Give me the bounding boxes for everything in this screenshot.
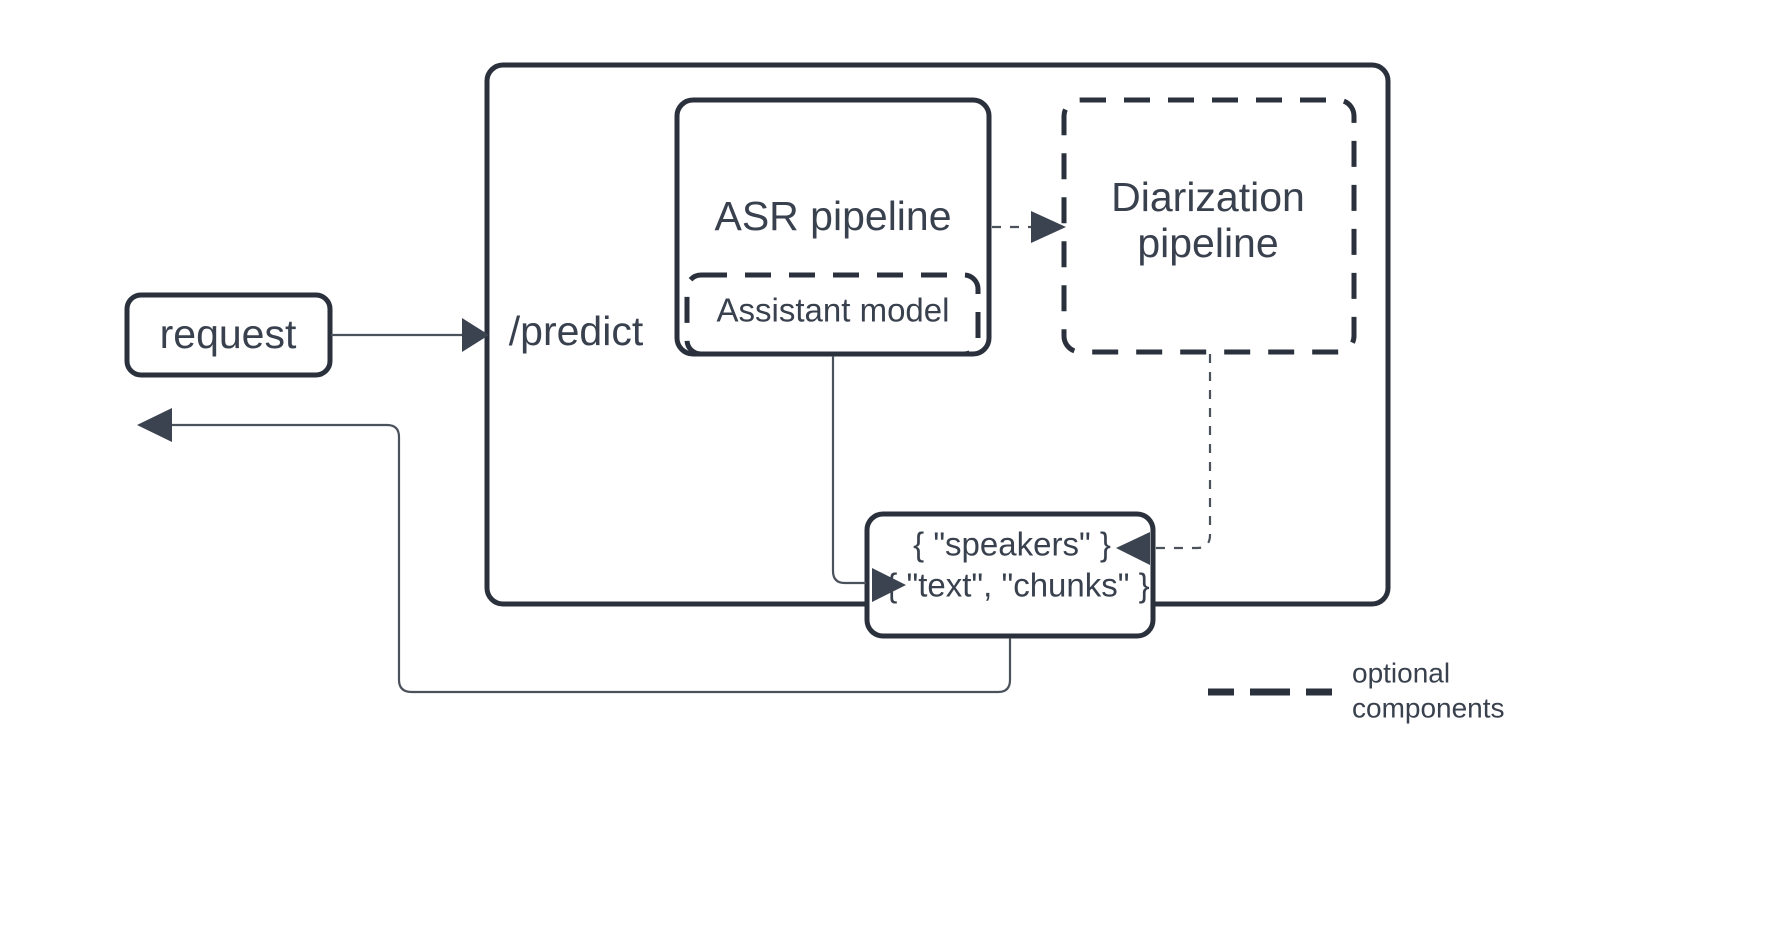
request-label: request <box>160 311 297 357</box>
asr-pipeline-label: ASR pipeline <box>714 193 951 239</box>
output-speakers-label: { "speakers" } <box>913 526 1111 563</box>
request-node-box[interactable] <box>124 292 333 378</box>
output-payload-box[interactable] <box>864 511 1156 639</box>
predict-label: /predict <box>509 308 644 354</box>
edge-output-to-response <box>137 408 1012 694</box>
diarization-pipeline-label-line1: Diarization <box>1111 174 1305 220</box>
edge-request-to-predict <box>331 318 489 352</box>
edge-assistant-to-text-chunks <box>831 356 906 602</box>
legend-label-line1: optional <box>1352 657 1450 688</box>
legend-label-line2: components <box>1352 692 1505 723</box>
edge-diarization-to-speakers <box>1116 354 1212 565</box>
assistant-model-label: Assistant model <box>717 292 950 329</box>
legend-group: optional components <box>1208 657 1505 723</box>
edge-asr-to-diarization <box>992 211 1066 243</box>
output-text-chunks-label: { "text", "chunks" } <box>886 567 1149 604</box>
diarization-pipeline-label-line2: pipeline <box>1137 220 1278 266</box>
assistant-model-box[interactable] <box>684 272 981 357</box>
